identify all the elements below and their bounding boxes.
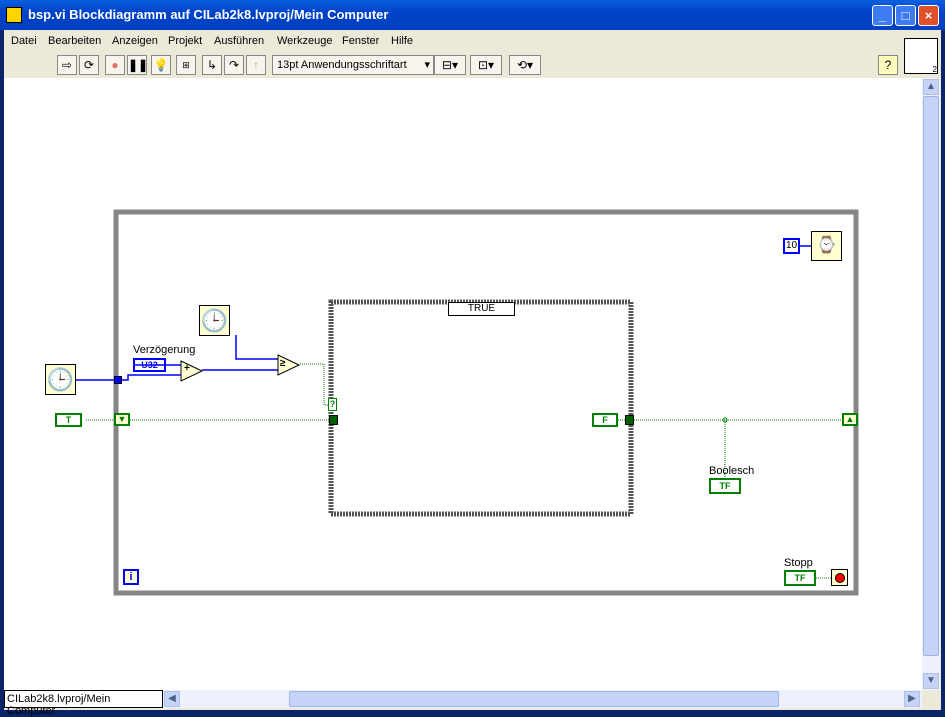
align-objects-button[interactable]: ⊟▾ <box>434 55 466 75</box>
scroll-down-icon[interactable]: ▼ <box>923 673 939 689</box>
step-out-button[interactable]: ↑ <box>246 55 266 75</box>
help-button[interactable]: ? <box>878 55 898 75</box>
compare-function[interactable] <box>277 354 301 376</box>
vertical-scroll-thumb[interactable] <box>923 96 939 656</box>
menu-bar: Datei Bearbeiten Anzeigen Projekt Ausfüh… <box>4 31 904 51</box>
minimize-button[interactable]: _ <box>872 5 893 26</box>
tick-count-icon[interactable]: 🕒 <box>199 305 230 336</box>
vi-icon <box>6 7 22 23</box>
case-selector-label[interactable]: TRUE <box>448 302 515 316</box>
highlight-execution-button[interactable]: 💡 <box>151 55 171 75</box>
menu-werkzeuge[interactable]: Werkzeuge <box>277 35 333 47</box>
window-title: bsp.vi Blockdiagramm auf CILab2k8.lvproj… <box>28 7 389 22</box>
run-button[interactable]: ⇨ <box>57 55 77 75</box>
context-status: CILab2k8.lvproj/Mein Computer <box>4 690 163 717</box>
step-over-button[interactable]: ↷ <box>224 55 244 75</box>
wire-tick-to-compare <box>235 335 278 360</box>
menu-anzeigen[interactable]: Anzeigen <box>112 35 158 47</box>
menu-ausfuehren[interactable]: Ausführen <box>214 35 265 47</box>
menu-bearbeiten[interactable]: Bearbeiten <box>48 35 102 47</box>
distribute-objects-button[interactable]: ⊡▾ <box>470 55 502 75</box>
maximize-button[interactable]: □ <box>895 5 916 26</box>
wait-constant[interactable]: 10 <box>783 238 800 254</box>
stop-label: Stopp <box>784 557 813 569</box>
delay-control[interactable]: U32 <box>133 358 166 372</box>
menu-fenster[interactable]: Fenster <box>342 35 380 47</box>
iteration-terminal[interactable]: i <box>123 569 139 585</box>
case-output-tunnel[interactable] <box>625 415 634 425</box>
shift-register-left[interactable] <box>114 376 122 384</box>
shift-register-left-bool[interactable]: ▼ <box>114 413 130 426</box>
case-selector-value: TRUE <box>467 303 496 314</box>
loop-condition-terminal[interactable] <box>831 569 848 586</box>
wire-junction <box>722 417 728 423</box>
run-continuously-button[interactable]: ⟳ <box>79 55 99 75</box>
connector-pane-icon[interactable]: 2 <box>904 38 938 74</box>
title-bar: bsp.vi Blockdiagramm auf CILab2k8.lvproj… <box>0 0 945 30</box>
font-select[interactable]: 13pt Anwendungsschriftart ▾ <box>272 55 434 75</box>
abort-button[interactable]: ● <box>105 55 125 75</box>
case-structure-border <box>328 299 634 517</box>
compare-symbol: ≥ <box>280 358 286 369</box>
step-into-button[interactable]: ↳ <box>202 55 222 75</box>
reorder-button[interactable]: ⟲▾ <box>509 55 541 75</box>
add-symbol: + <box>184 363 190 374</box>
scroll-up-icon[interactable]: ▲ <box>923 79 939 95</box>
pause-button[interactable]: ❚❚ <box>127 55 148 75</box>
delay-label: Verzögerung <box>133 344 196 356</box>
shift-register-right[interactable]: ▲ <box>842 413 858 426</box>
boolean-indicator[interactable]: TF <box>709 478 741 494</box>
wire-compare-to-selector <box>300 363 330 406</box>
close-button[interactable]: × <box>918 5 939 26</box>
stop-icon <box>835 573 845 583</box>
chevron-down-icon: ▾ <box>424 59 430 71</box>
case-selector-terminal[interactable]: ? <box>328 398 337 411</box>
menu-datei[interactable]: Datei <box>11 35 37 47</box>
false-constant[interactable]: F <box>592 413 618 427</box>
retain-wire-values-button[interactable]: ⊞ <box>176 55 196 75</box>
stop-control[interactable]: TF <box>784 570 816 586</box>
horizontal-scrollbar[interactable]: ◀ ▶ <box>163 690 922 708</box>
case-input-tunnel[interactable] <box>329 415 338 425</box>
scroll-right-icon[interactable]: ▶ <box>904 691 920 707</box>
scroll-left-icon[interactable]: ◀ <box>164 691 180 707</box>
add-function[interactable] <box>180 360 204 382</box>
connector-count: 2 <box>932 65 937 74</box>
block-diagram-canvas[interactable]: 🕒 🕒 Verzögerung U32 + ≥ T ▼ TRUE ? F ▲ B… <box>4 78 922 690</box>
while-loop-border <box>113 209 859 596</box>
wait-ms-icon[interactable]: ⌚ <box>811 231 842 261</box>
menu-hilfe[interactable]: Hilfe <box>391 35 414 47</box>
menu-projekt[interactable]: Projekt <box>168 35 203 47</box>
true-constant[interactable]: T <box>55 413 82 427</box>
wire-shift-to-add <box>122 374 181 381</box>
boolean-label: Boolesch <box>709 465 755 477</box>
tick-count-icon[interactable]: 🕒 <box>45 364 76 395</box>
vertical-scrollbar[interactable]: ▲ ▼ <box>922 78 940 690</box>
horizontal-scroll-thumb[interactable] <box>289 691 779 707</box>
wires <box>76 209 859 596</box>
font-select-value: 13pt Anwendungsschriftart <box>277 59 407 71</box>
toolbar: ⇨ ⟳ ● ❚❚ 💡 ⊞ ↳ ↷ ↑ 13pt Anwendungsschrif… <box>4 38 938 78</box>
